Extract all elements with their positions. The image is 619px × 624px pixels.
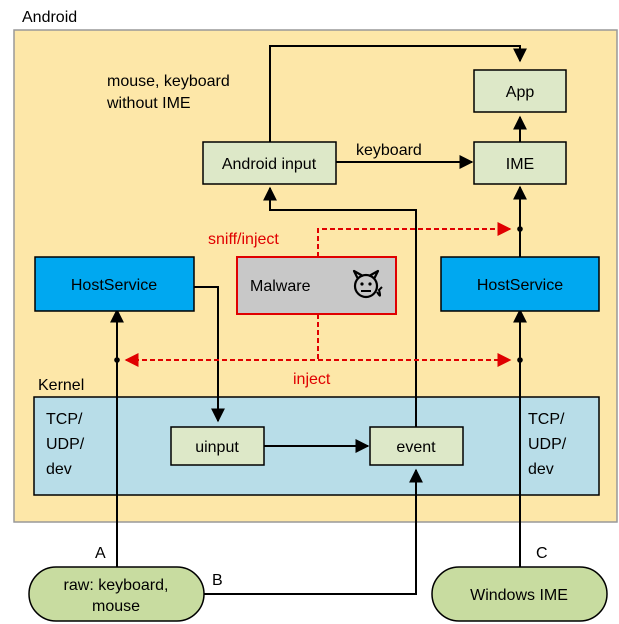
edge-event-to-android-input [263, 186, 417, 427]
edge-hostservice-left-to-uinput [194, 286, 225, 423]
edge-label-sniff-inject: sniff/inject [208, 231, 279, 248]
ime-label: IME [506, 156, 534, 173]
android-input-node [202, 141, 337, 185]
android-title: Android [22, 9, 77, 26]
edge-label-keyboard: keyboard [356, 142, 422, 159]
raw-input-label-line2: mouse [92, 598, 140, 615]
edge-label-mouse-keyboard: mouse, keyboard [107, 73, 230, 90]
raw-input-node [28, 566, 205, 622]
app-node [473, 69, 567, 113]
kernel-left-dev: dev [46, 461, 72, 478]
malware-label: Malware [250, 278, 311, 295]
edge-sniff-inject [317, 222, 512, 257]
edge-label-a: A [95, 545, 106, 562]
edge-label-b: B [212, 572, 223, 589]
app-label: App [506, 84, 535, 101]
uinput-node [170, 426, 265, 466]
edge-path-b [204, 468, 423, 595]
inject-right-dot [517, 357, 523, 363]
android-input-label: Android input [222, 156, 317, 173]
event-label: event [396, 439, 436, 456]
windows-ime-node [431, 566, 608, 622]
kernel-left-tcp: TCP/ [46, 411, 83, 428]
edge-android-input-to-app [269, 45, 527, 142]
windows-ime-label: Windows IME [470, 587, 568, 604]
uinput-label: uinput [195, 439, 239, 456]
kernel-right-dev: dev [528, 461, 554, 478]
hostservice-right-label: HostService [477, 277, 563, 294]
edge-label-without-ime: without IME [106, 95, 191, 112]
inject-left-dot [114, 357, 120, 363]
hostservice-right-node [440, 256, 600, 312]
hostservice-left-node [34, 256, 195, 312]
raw-input-label-line1: raw: keyboard, [64, 577, 169, 594]
kernel-right-udp: UDP/ [528, 436, 567, 453]
ime-node [473, 141, 567, 185]
sniff-junction-dot [517, 226, 523, 232]
kernel-left-udp: UDP/ [46, 436, 85, 453]
edge-label-inject: inject [293, 371, 331, 388]
devil-face-icon [352, 269, 383, 299]
kernel-title: Kernel [38, 377, 84, 394]
hostservice-left-label: HostService [71, 277, 157, 294]
kernel-right-tcp: TCP/ [528, 411, 565, 428]
edge-label-c: C [536, 545, 548, 562]
event-node [369, 426, 464, 466]
